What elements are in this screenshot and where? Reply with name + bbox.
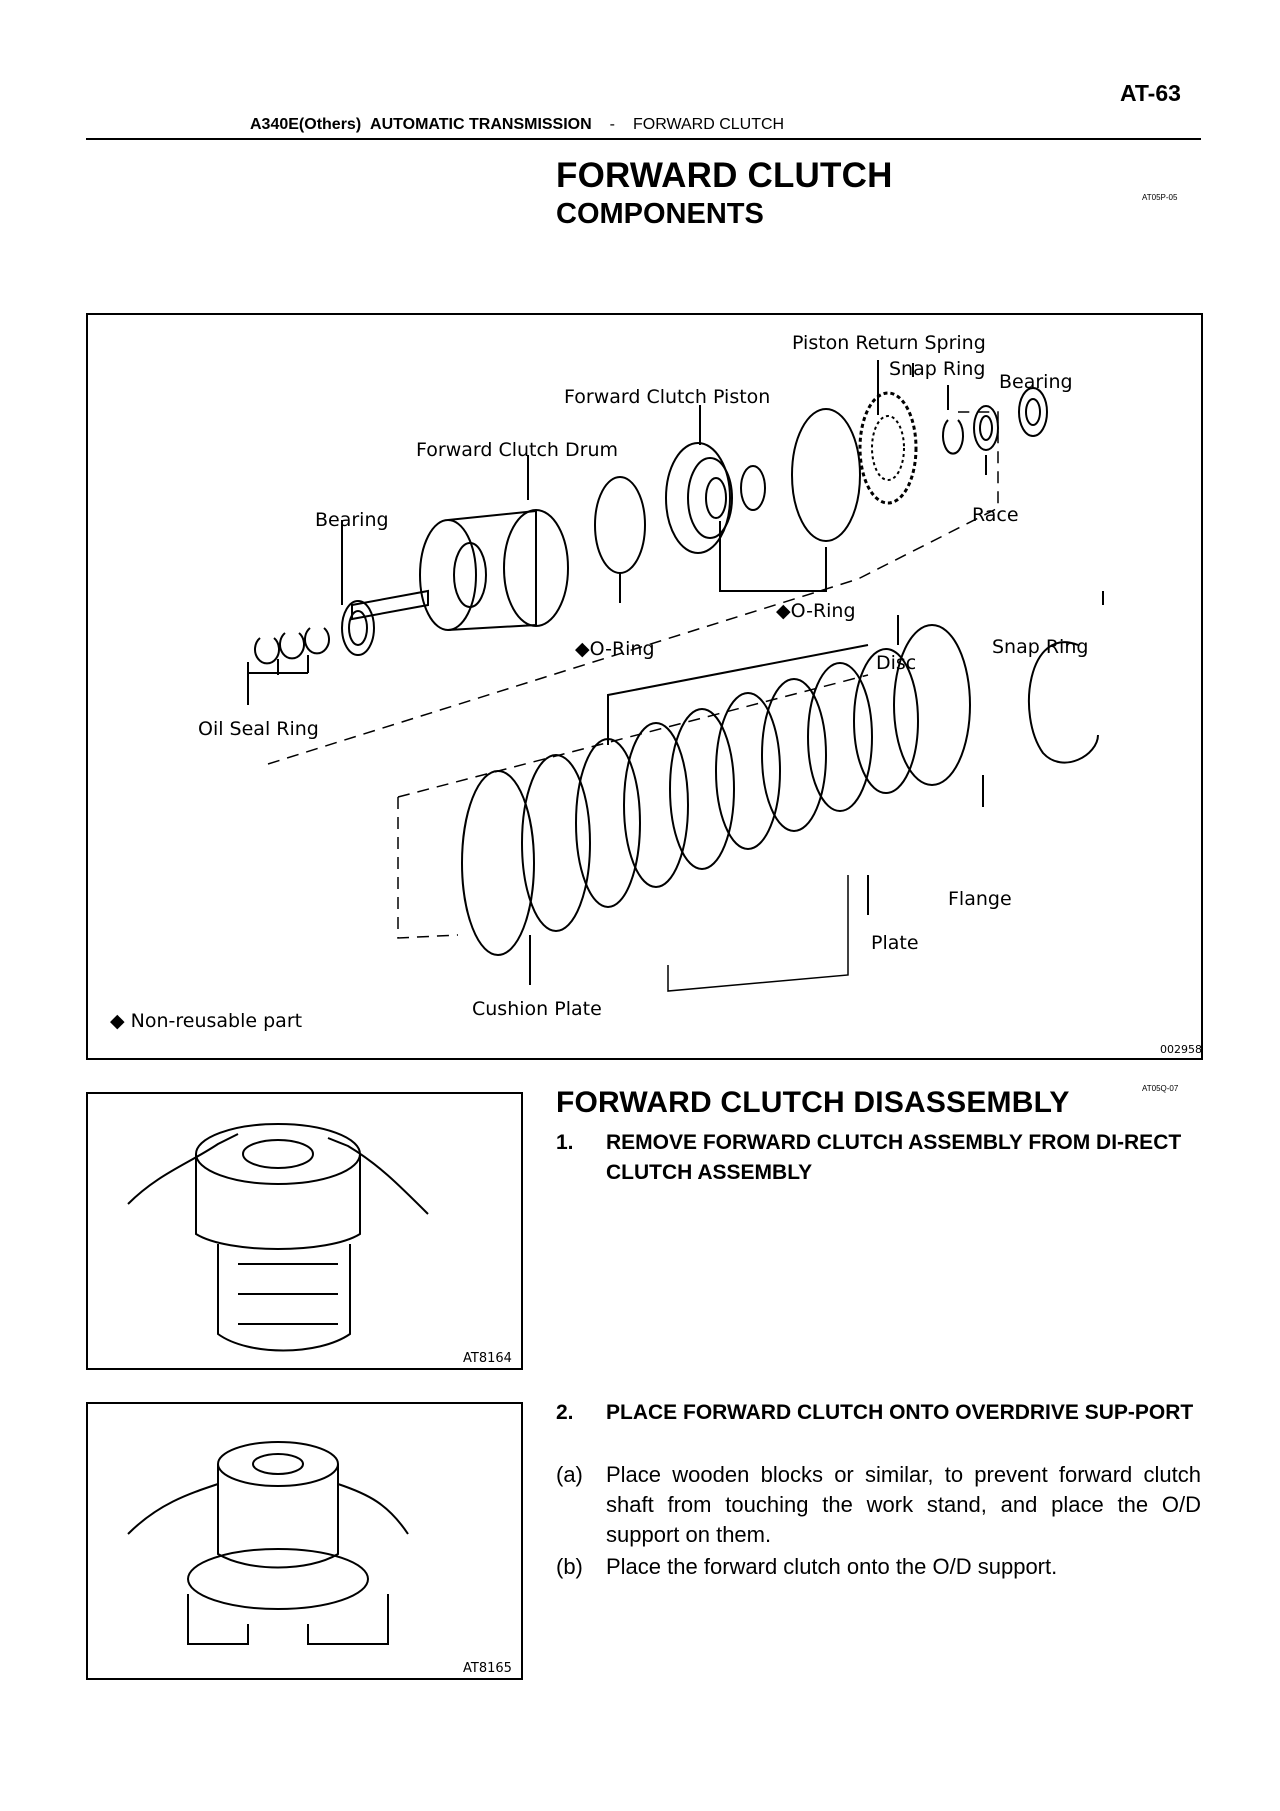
disassembly-title: FORWARD CLUTCH DISASSEMBLY: [556, 1086, 1070, 1119]
label-flange: Flange: [948, 888, 1012, 910]
label-disc: Disc: [876, 652, 916, 674]
running-header: A340E(Others) AUTOMATIC TRANSMISSION- FOR…: [250, 116, 784, 134]
header-system: AUTOMATIC TRANSMISSION: [370, 116, 592, 133]
exploded-view-drawing: Piston Return Spring Snap Ring Bearing F…: [110, 332, 1202, 1056]
step-2-illustration: AT8165: [127, 1441, 512, 1676]
step-2-a: (a) Place wooden blocks or similar, to p…: [556, 1460, 1201, 1552]
label-oil-seal-ring: Oil Seal Ring: [198, 718, 319, 740]
page-title: FORWARD CLUTCH: [556, 156, 893, 195]
label-plate: Plate: [871, 932, 919, 954]
label-o-ring-left: ◆O-Ring: [575, 638, 655, 660]
label-forward-clutch-drum: Forward Clutch Drum: [416, 439, 618, 461]
components-diagram: Piston Return Spring Snap Ring Bearing F…: [86, 313, 1203, 1060]
label-race: Race: [972, 504, 1019, 526]
step-1: 1. REMOVE FORWARD CLUTCH ASSEMBLY FROM D…: [556, 1128, 1201, 1198]
header-rule: [86, 138, 1201, 140]
step-1-number: 1.: [556, 1131, 574, 1154]
step-2-number: 2.: [556, 1401, 574, 1424]
step-2-b: (b) Place the forward clutch onto the O/…: [556, 1552, 1201, 1584]
header-section: FORWARD CLUTCH: [633, 116, 785, 133]
figure-step-2: AT8165: [86, 1402, 523, 1680]
step-2: 2. PLACE FORWARD CLUTCH ONTO OVERDRIVE S…: [556, 1398, 1201, 1460]
step-1-illustration: AT8164: [127, 1123, 512, 1366]
figure-step-1-id: AT8164: [463, 1351, 512, 1366]
components-code: AT05P-05: [1142, 193, 1178, 202]
figure-step-2-id: AT8165: [463, 1661, 512, 1676]
step-2-text: PLACE FORWARD CLUTCH ONTO OVERDRIVE SUP-…: [606, 1401, 1194, 1424]
label-cushion-plate: Cushion Plate: [472, 998, 602, 1020]
figure-step-1: AT8164: [86, 1092, 523, 1370]
label-snap-ring-top: Snap Ring: [889, 358, 985, 380]
step-2-a-text: Place wooden blocks or similar, to preve…: [606, 1462, 1201, 1547]
label-bearing-left: Bearing: [315, 509, 389, 531]
header-separator: -: [609, 116, 615, 133]
step-2-a-label: (a): [556, 1462, 583, 1487]
legend-non-reusable: ◆ Non-reusable part: [110, 1010, 302, 1032]
step-2-b-text: Place the forward clutch onto the O/D su…: [606, 1554, 1058, 1579]
label-bearing-right: Bearing: [999, 371, 1073, 393]
page-number: AT-63: [1120, 80, 1181, 106]
step-1-text: REMOVE FORWARD CLUTCH ASSEMBLY FROM DI-R…: [606, 1131, 1182, 1184]
label-forward-clutch-piston: Forward Clutch Piston: [564, 386, 770, 408]
disassembly-code: AT05Q-07: [1142, 1084, 1179, 1093]
label-o-ring-right: ◆O-Ring: [776, 600, 856, 622]
label-piston-return-spring: Piston Return Spring: [792, 332, 986, 354]
label-snap-ring-right: Snap Ring: [992, 636, 1088, 658]
step-2-b-label: (b): [556, 1554, 583, 1579]
diagram-figure-id: 002958: [1160, 1043, 1201, 1056]
header-model: A340E(Others): [250, 116, 362, 133]
page-subtitle: COMPONENTS: [556, 198, 764, 230]
